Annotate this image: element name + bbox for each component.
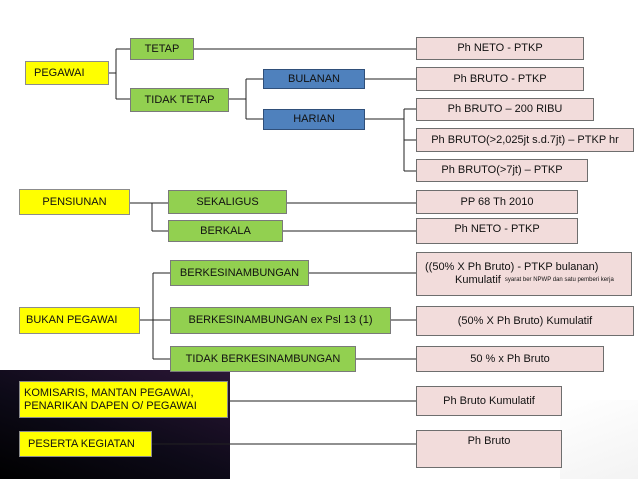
result-berkesinambungan-note: syarat ber NPWP dan satu pemberi kerja xyxy=(504,277,614,283)
result-berkesinambungan-line1: ((50% X Ph Bruto) - PTKP bulanan) xyxy=(425,261,599,274)
result-harian-2: Ph BRUTO(>2,025jt s.d.7jt) – PTKP hr xyxy=(416,128,634,152)
node-pensiunan: PENSIUNAN xyxy=(19,189,130,215)
node-komisaris-line2: PENARIKAN DAPEN O/ PEGAWAI xyxy=(24,399,197,412)
node-harian: HARIAN xyxy=(263,109,365,130)
result-tidak-berkesinambungan: 50 % x Ph Bruto xyxy=(416,346,604,372)
node-tetap: TETAP xyxy=(130,38,194,60)
node-bukan-pegawai: BUKAN PEGAWAI xyxy=(19,307,140,334)
result-berkesinambungan-ex: (50% X Ph Bruto) Kumulatif xyxy=(416,306,634,336)
result-berkesinambungan-line2-wrap: Kumulatif syarat ber NPWP dan satu pembe… xyxy=(425,274,635,287)
result-berkesinambungan-line2: Kumulatif xyxy=(455,274,501,286)
result-harian-1: Ph BRUTO – 200 RIBU xyxy=(416,98,594,121)
result-sekaligus: PP 68 Th 2010 xyxy=(416,190,578,214)
result-komisaris: Ph Bruto Kumulatif xyxy=(416,386,562,416)
node-peserta-kegiatan: PESERTA KEGIATAN xyxy=(19,431,152,457)
light-corner-decoration xyxy=(560,400,638,479)
node-tidak-berkesinambungan: TIDAK BERKESINAMBUNGAN xyxy=(170,346,356,372)
node-komisaris-line1: KOMISARIS, MANTAN PEGAWAI, xyxy=(24,386,194,399)
result-tetap: Ph NETO - PTKP xyxy=(416,37,584,60)
result-bulanan: Ph BRUTO - PTKP xyxy=(416,67,584,91)
result-berkesinambungan: ((50% X Ph Bruto) - PTKP bulanan) Kumula… xyxy=(416,252,632,296)
node-pegawai: PEGAWAI xyxy=(25,61,109,85)
result-peserta: Ph Bruto xyxy=(416,430,562,468)
node-berkesinambungan-ex: BERKESINAMBUNGAN ex Psl 13 (1) xyxy=(170,307,391,334)
node-bulanan: BULANAN xyxy=(263,69,365,89)
node-sekaligus: SEKALIGUS xyxy=(168,190,287,214)
node-komisaris: KOMISARIS, MANTAN PEGAWAI, PENARIKAN DAP… xyxy=(19,381,228,418)
node-tidak-tetap: TIDAK TETAP xyxy=(130,88,229,112)
result-harian-3: Ph BRUTO(>7jt) – PTKP xyxy=(416,159,588,182)
result-berkala: Ph NETO - PTKP xyxy=(416,218,578,244)
node-berkesinambungan: BERKESINAMBUNGAN xyxy=(170,260,309,286)
node-berkala: BERKALA xyxy=(168,220,283,242)
